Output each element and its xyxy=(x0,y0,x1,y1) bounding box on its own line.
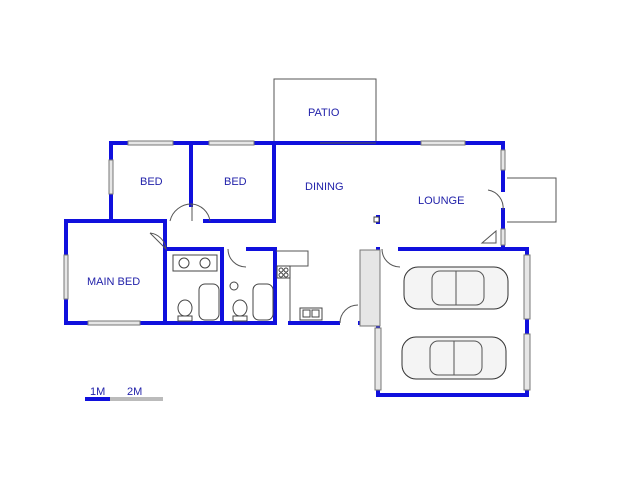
scale-bar-2m-segment xyxy=(110,397,163,401)
car-top xyxy=(403,266,509,310)
lounge-label: LOUNGE xyxy=(418,195,464,207)
scale-bar: 1M 2M xyxy=(85,386,163,401)
scale-2m-label: 2M xyxy=(127,386,142,398)
bed-1-label: BED xyxy=(140,176,163,188)
porch-area xyxy=(507,177,557,223)
dining-label: DINING xyxy=(305,181,344,193)
main-bed-label: MAIN BED xyxy=(87,276,140,288)
car-bottom xyxy=(401,336,507,380)
patio-label: PATIO xyxy=(308,107,340,119)
windows xyxy=(63,140,531,391)
doors xyxy=(149,189,504,324)
scale-bar-1m-segment xyxy=(85,397,110,401)
garage-cars xyxy=(401,266,509,380)
scale-1m-label: 1M xyxy=(90,386,105,398)
fixtures xyxy=(172,216,380,322)
bed-2-label: BED xyxy=(224,176,247,188)
room-labels: PATIO BED BED DINING LOUNGE MAIN BED xyxy=(87,107,464,288)
